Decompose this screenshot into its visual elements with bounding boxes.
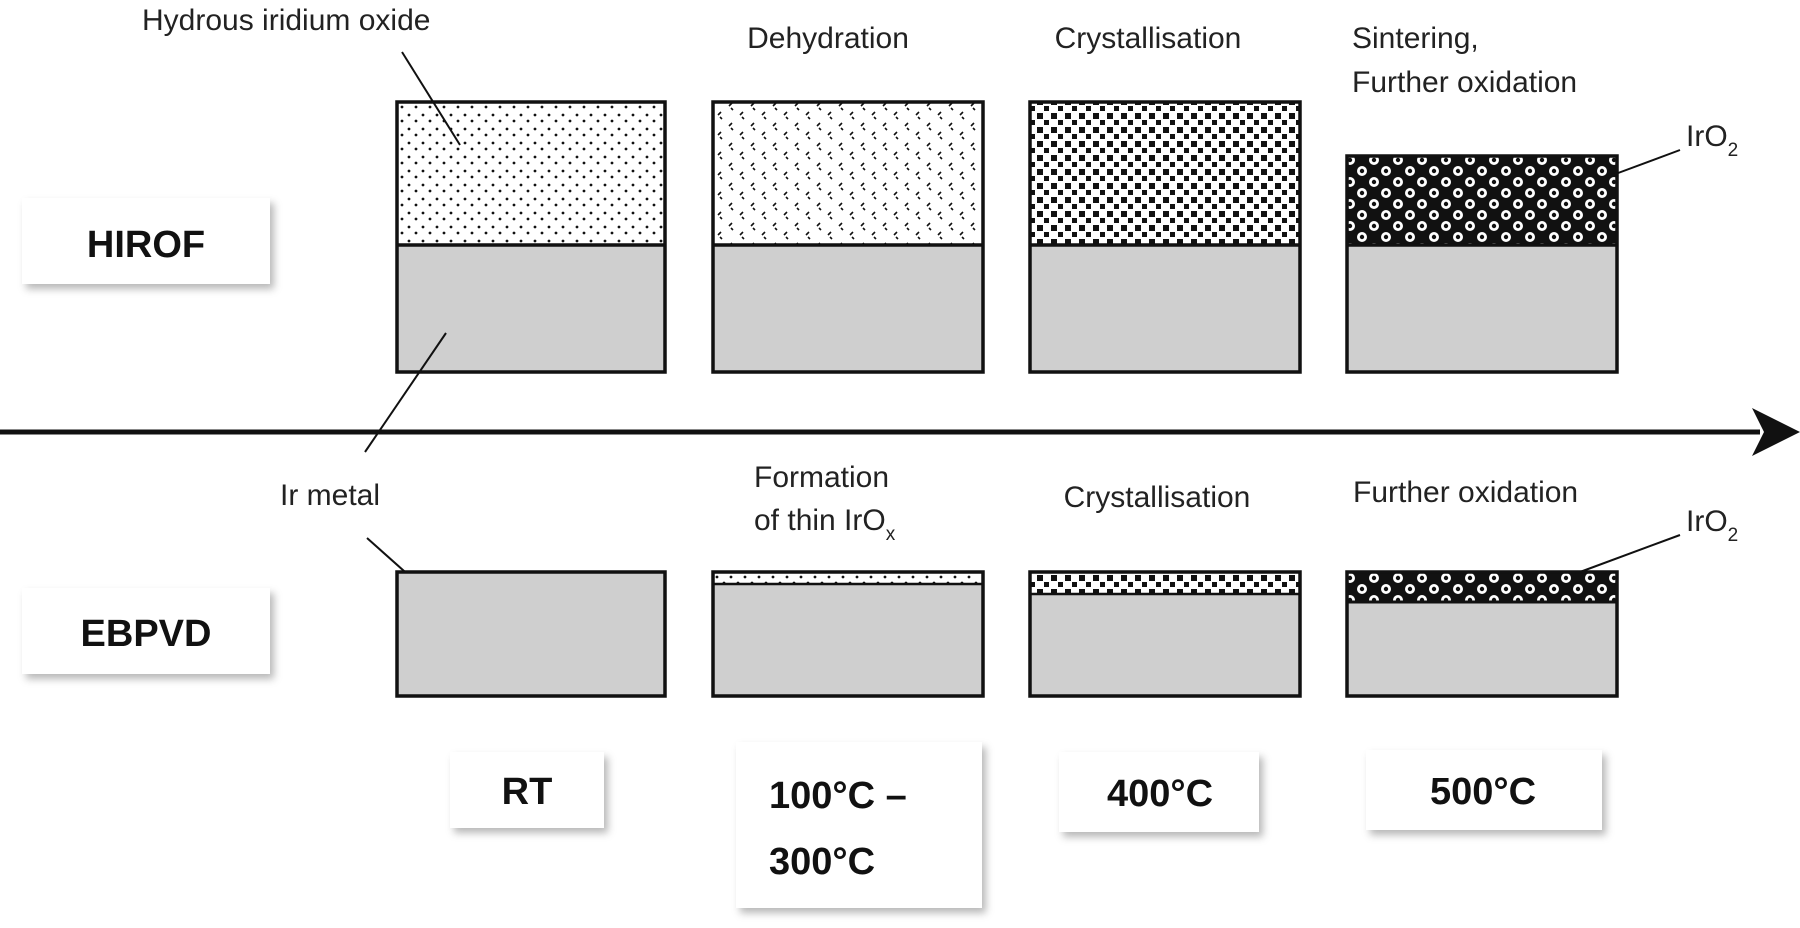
hirof-caption-4-line1: Sintering,: [1352, 22, 1479, 55]
ebpvd-stage-rt: [395, 570, 667, 698]
ebpvd-caption-2-line2: of thin IrOx: [754, 504, 896, 545]
process-arrow: [0, 408, 1800, 456]
hirof-stage-dehydration: [711, 100, 985, 374]
ebpvd-label: EBPVD: [81, 613, 212, 655]
ebpvd-stage-thin-iroх: [711, 570, 985, 698]
temp-500: 500°C: [1430, 771, 1536, 813]
temperature-row: RT 100°C – 300°C 400°C 500°C: [450, 742, 1602, 908]
temp-box-rt: [450, 752, 604, 828]
iro2-top-leader: [1609, 149, 1681, 177]
temp-box-500: [1366, 750, 1602, 830]
ebpvd-stage-further-oxidation: [1345, 570, 1619, 698]
temp-100-300-line2: 300°C: [769, 841, 875, 883]
temp-box-400: [1059, 752, 1259, 832]
hirof-stage-rt: [395, 100, 667, 374]
temp-400: 400°C: [1107, 773, 1213, 815]
hydrous-leader: [401, 51, 461, 146]
hirof-stage-crystallisation: [1028, 100, 1302, 374]
temp-rt: RT: [502, 771, 553, 813]
hirof-caption-2: Dehydration: [747, 22, 909, 55]
ebpvd-label-box: [22, 588, 270, 674]
temp-100-300-line1: 100°C –: [769, 775, 907, 817]
hirof-label: HIROF: [87, 224, 205, 266]
hirof-stage-sintering: [1345, 154, 1619, 374]
iro2-bottom-leader: [1579, 534, 1681, 573]
ebpvd-caption-2-line1: Formation: [754, 461, 889, 494]
iro2-bottom-label: IrO2: [1686, 505, 1738, 546]
hirof-caption-3: Crystallisation: [1055, 22, 1242, 55]
iro2-top-label: IrO2: [1686, 120, 1738, 161]
ebpvd-stage-crystallisation: [1028, 570, 1302, 698]
ir-metal-label: Ir metal: [280, 479, 380, 512]
ebpvd-caption-4: Further oxidation: [1353, 476, 1578, 509]
ebpvd-row: EBPVD Formation of thin: [22, 461, 1738, 698]
temp-box-100-300: [736, 742, 982, 908]
hirof-row: HIROF Dehydrat: [22, 4, 1738, 374]
hirof-caption-4-line2: Further oxidation: [1352, 66, 1577, 99]
ebpvd-caption-3: Crystallisation: [1064, 481, 1251, 514]
ir-metal-leader-top: [364, 332, 447, 453]
hirof-label-box: [22, 198, 270, 284]
hydrous-label: Hydrous iridium oxide: [142, 4, 430, 37]
